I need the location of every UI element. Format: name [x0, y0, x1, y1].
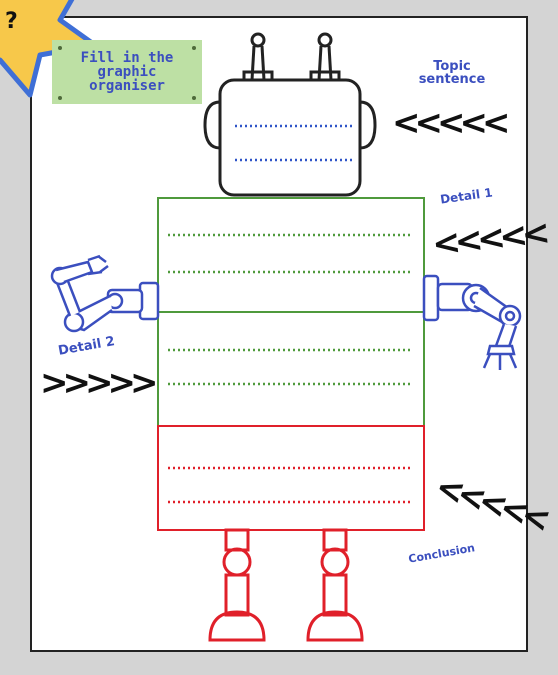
robot-head	[203, 78, 377, 197]
topic-sentence-label: Topic sentence	[418, 59, 486, 87]
instruction-note: Fill in the graphic organiser	[52, 40, 202, 104]
instruction-text: Fill in the graphic organiser	[80, 50, 174, 94]
note-pin-icon	[58, 46, 62, 50]
right-robot-arm-icon	[422, 274, 522, 370]
note-pin-icon	[192, 96, 196, 100]
robot-legs	[208, 528, 364, 642]
topic-arrows: <<<<<	[392, 103, 510, 143]
detail-boxes	[157, 197, 425, 427]
robot-antennas	[242, 32, 341, 84]
conclusion-box	[157, 425, 425, 531]
note-pin-icon	[58, 96, 62, 100]
svg-text:?: ?	[5, 9, 18, 34]
note-pin-icon	[192, 46, 196, 50]
detail-2-arrows: >>>>>	[40, 363, 158, 403]
star-badge-icon: ?	[0, 0, 98, 98]
left-robot-arm-icon	[50, 254, 160, 333]
